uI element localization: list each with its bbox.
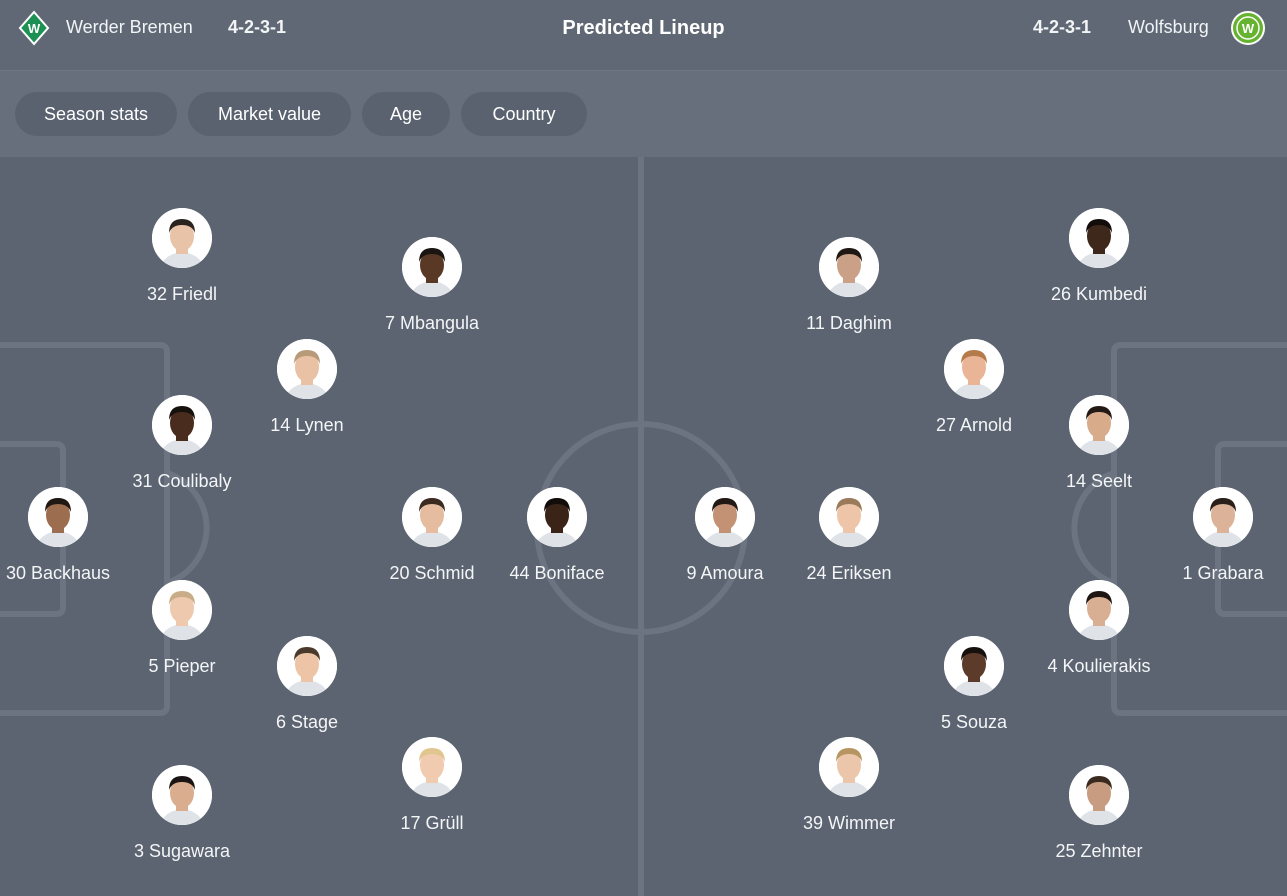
player-name: 30 Backhaus bbox=[5, 563, 111, 583]
home-player-boniface[interactable]: 44 Boniface bbox=[477, 487, 637, 597]
player-avatar bbox=[152, 395, 212, 455]
away-player-amoura[interactable]: 9 Amoura bbox=[645, 487, 805, 597]
away-player-kumbedi[interactable]: 26 Kumbedi bbox=[1019, 208, 1179, 318]
away-team-name[interactable]: Wolfsburg bbox=[1128, 17, 1209, 37]
player-avatar bbox=[944, 636, 1004, 696]
player-name: 5 Pieper bbox=[148, 656, 216, 676]
home-player-lynen[interactable]: 14 Lynen bbox=[227, 339, 387, 449]
filter-country[interactable]: Country bbox=[461, 92, 587, 136]
player-name: 4 Koulierakis bbox=[1047, 656, 1151, 676]
player-avatar bbox=[402, 237, 462, 297]
player-avatar bbox=[1069, 208, 1129, 268]
werder-bremen-crest-icon[interactable]: W bbox=[16, 10, 52, 46]
player-avatar bbox=[152, 208, 212, 268]
away-player-zehnter[interactable]: 25 Zehnter bbox=[1019, 765, 1179, 875]
player-avatar bbox=[277, 636, 337, 696]
player-name: 27 Arnold bbox=[935, 415, 1013, 435]
player-name: 32 Friedl bbox=[146, 284, 218, 304]
home-player-grull[interactable]: 17 Grüll bbox=[352, 737, 512, 847]
away-player-daghim[interactable]: 11 Daghim bbox=[769, 237, 929, 347]
player-avatar bbox=[695, 487, 755, 547]
home-player-backhaus[interactable]: 30 Backhaus bbox=[0, 487, 138, 597]
home-player-schmid[interactable]: 20 Schmid bbox=[352, 487, 512, 597]
player-name: 31 Coulibaly bbox=[132, 471, 232, 491]
player-name: 3 Sugawara bbox=[133, 841, 231, 861]
away-player-arnold[interactable]: 27 Arnold bbox=[894, 339, 1054, 449]
away-player-grabara[interactable]: 1 Grabara bbox=[1143, 487, 1287, 597]
away-player-wimmer[interactable]: 39 Wimmer bbox=[769, 737, 929, 847]
player-name: 1 Grabara bbox=[1182, 563, 1264, 583]
player-avatar bbox=[152, 765, 212, 825]
home-formation: 4-2-3-1 bbox=[228, 17, 287, 37]
svg-text:W: W bbox=[28, 21, 41, 36]
player-name: 39 Wimmer bbox=[802, 813, 895, 833]
player-name: 17 Grüll bbox=[400, 813, 464, 833]
player-avatar bbox=[1069, 580, 1129, 640]
player-avatar bbox=[1193, 487, 1253, 547]
player-avatar bbox=[277, 339, 337, 399]
player-name: 25 Zehnter bbox=[1055, 841, 1143, 861]
away-player-souza[interactable]: 5 Souza bbox=[894, 636, 1054, 746]
player-avatar bbox=[1069, 395, 1129, 455]
away-player-seelt[interactable]: 14 Seelt bbox=[1019, 395, 1179, 505]
home-team-name[interactable]: Werder Bremen bbox=[66, 17, 193, 37]
lineup-header: W Werder Bremen 4-2-3-1 Predicted Lineup… bbox=[0, 0, 1287, 71]
filter-season-stats[interactable]: Season stats bbox=[15, 92, 177, 136]
player-avatar bbox=[1069, 765, 1129, 825]
player-avatar bbox=[819, 237, 879, 297]
home-player-coulibaly[interactable]: 31 Coulibaly bbox=[102, 395, 262, 505]
player-name: 11 Daghim bbox=[806, 313, 892, 333]
home-player-friedl[interactable]: 32 Friedl bbox=[102, 208, 262, 318]
home-player-pieper[interactable]: 5 Pieper bbox=[102, 580, 262, 690]
away-formation: 4-2-3-1 bbox=[1033, 17, 1092, 37]
player-avatar bbox=[402, 487, 462, 547]
home-player-sugawara[interactable]: 3 Sugawara bbox=[102, 765, 262, 875]
player-name: 6 Stage bbox=[275, 712, 339, 732]
page-title: Predicted Lineup bbox=[562, 17, 725, 39]
player-avatar bbox=[527, 487, 587, 547]
player-avatar bbox=[152, 580, 212, 640]
player-name: 9 Amoura bbox=[686, 563, 764, 583]
player-avatar bbox=[944, 339, 1004, 399]
home-player-stage[interactable]: 6 Stage bbox=[227, 636, 387, 746]
player-name: 14 Lynen bbox=[270, 415, 344, 435]
filter-market-value[interactable]: Market value bbox=[188, 92, 351, 136]
player-name: 14 Seelt bbox=[1065, 471, 1133, 491]
player-name: 7 Mbangula bbox=[384, 313, 480, 333]
wolfsburg-crest-icon[interactable]: W bbox=[1230, 10, 1266, 46]
player-name: 5 Souza bbox=[940, 712, 1008, 732]
player-avatar bbox=[402, 737, 462, 797]
pitch: 32 Friedl 7 Mbangula 14 Lynen 31 Couliba… bbox=[0, 157, 1287, 896]
home-player-mbangula[interactable]: 7 Mbangula bbox=[352, 237, 512, 347]
player-avatar bbox=[819, 487, 879, 547]
player-avatar bbox=[819, 737, 879, 797]
player-name: 20 Schmid bbox=[389, 563, 475, 583]
filter-bar: Season stats Market value Age Country bbox=[0, 71, 1287, 157]
filter-age[interactable]: Age bbox=[362, 92, 450, 136]
player-name: 24 Eriksen bbox=[806, 563, 892, 583]
player-name: 26 Kumbedi bbox=[1050, 284, 1148, 304]
away-player-koulierakis[interactable]: 4 Koulierakis bbox=[1019, 580, 1179, 690]
away-player-eriksen[interactable]: 24 Eriksen bbox=[769, 487, 929, 597]
player-avatar bbox=[28, 487, 88, 547]
svg-text:W: W bbox=[1242, 21, 1255, 36]
player-name: 44 Boniface bbox=[509, 563, 605, 583]
